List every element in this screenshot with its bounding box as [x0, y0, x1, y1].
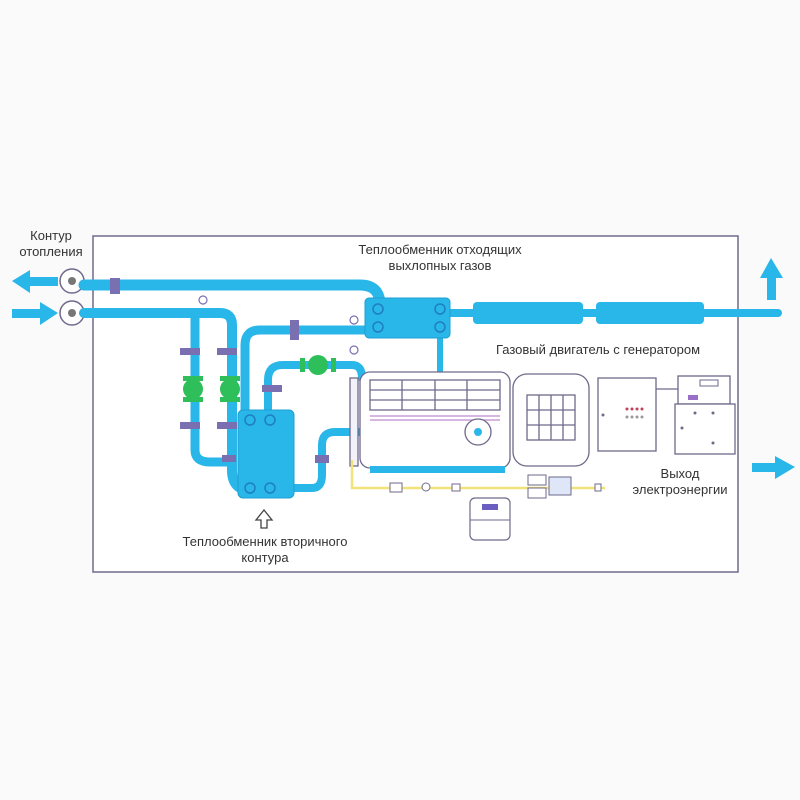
- valve-icons: [110, 278, 329, 463]
- secondary-heat-exchanger-label: Теплообменник вторичного контура: [182, 534, 348, 565]
- pressure-gauge-icons: [198, 295, 359, 355]
- heating-circuit-label: Контур отопления: [19, 228, 83, 259]
- silencer-1: [473, 302, 583, 324]
- engine-base: [370, 466, 505, 473]
- gas-meter: [469, 497, 511, 541]
- exhaust-heat-exchanger: [364, 297, 451, 339]
- pump-icons: [183, 355, 336, 402]
- switchboard: [674, 375, 736, 455]
- secondary-heat-exchanger: [237, 409, 295, 499]
- arrow-up-icon: [760, 258, 783, 300]
- gas-supply-line: [350, 460, 605, 499]
- gas-engine-generator-label: Газовый двигатель с генератором: [495, 342, 701, 357]
- arrow-right-icon: [752, 456, 795, 479]
- control-cabinet: [597, 377, 678, 452]
- generator: [512, 373, 590, 467]
- silencer-2: [596, 302, 704, 324]
- exhaust-heat-exchanger-label: Теплообменник отходящих выхлопных газов: [358, 242, 522, 273]
- arrow-right-icon: [12, 302, 58, 325]
- arrow-left-icon: [12, 270, 58, 293]
- power-output-label: Выход электроэнергии: [632, 466, 728, 497]
- hollow-arrow-up-icon: [254, 508, 274, 529]
- gas-engine: [349, 371, 511, 469]
